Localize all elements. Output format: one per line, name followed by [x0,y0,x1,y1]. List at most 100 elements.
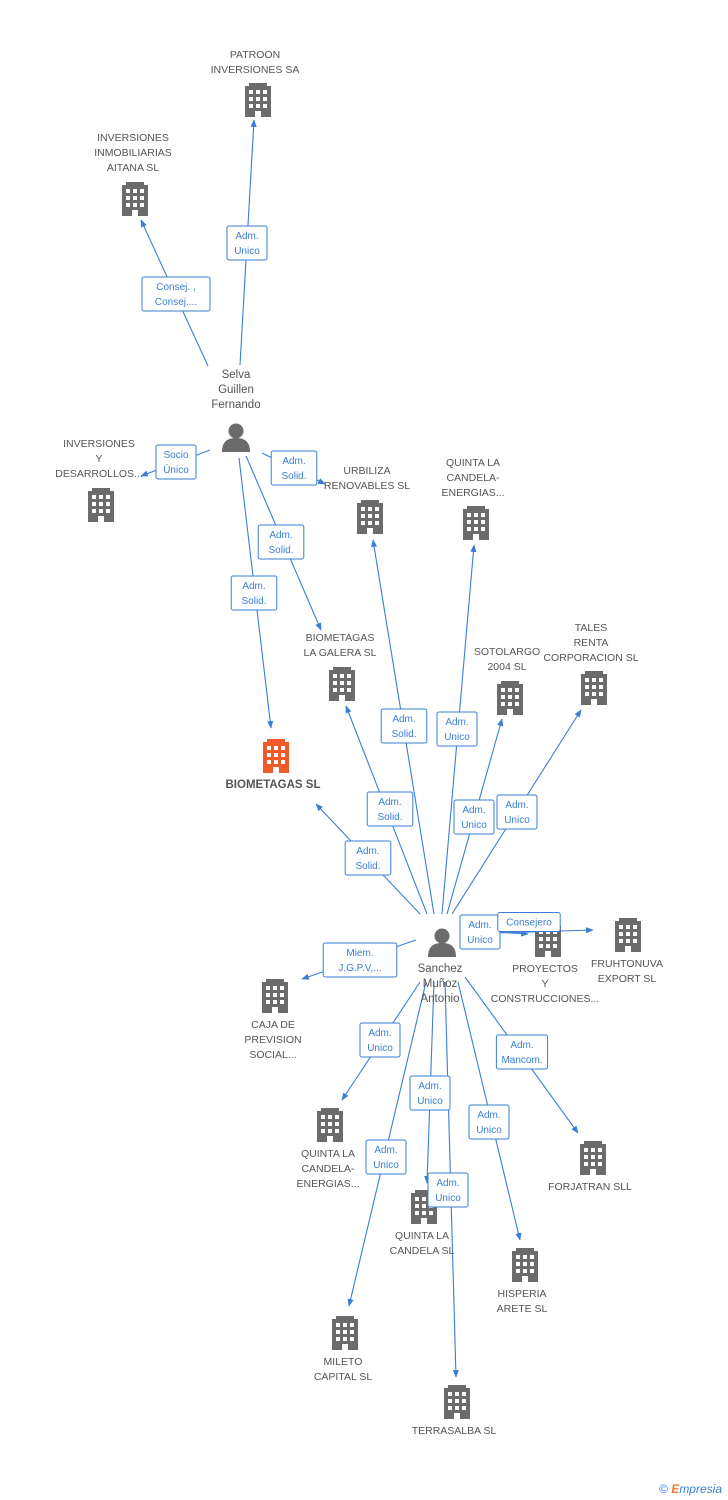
edge-label-box [427,1172,469,1208]
edge-label-sanchez-to-mileto[interactable]: Adm.Unico [365,1139,407,1175]
node-label-line: QUINTA LA [395,1230,449,1242]
company-node-quinta-energias-top[interactable]: QUINTA LACANDELA-ENERGIAS... [441,457,505,540]
edge-label-text: Unico [461,820,487,831]
edge-label-text: Unico [234,246,260,257]
node-label-line: Muñoz [423,978,458,990]
company-node-desarrollos[interactable]: INVERSIONESYDESARROLLOS... [55,438,143,522]
edge-label-text: Consej. , [156,282,195,293]
node-label-line: HISPERIA [497,1288,546,1300]
edge-label-text: Adm. [235,231,258,242]
node-label-line: INVERSIONES SA [211,64,300,76]
edge-label-sanchez-to-caja[interactable]: Miem.J.G.P.V,... [322,942,398,978]
edge-label-sanchez-to-fruhtonuva[interactable]: Consejero [497,912,561,932]
company-node-aitana[interactable]: INVERSIONES INMOBILIARIAS AITANA SL [94,132,172,216]
building-icon [580,1141,606,1175]
company-node-caja[interactable]: CAJA DEPREVISIONSOCIAL... [244,979,302,1061]
edge-label-sanchez-to-terrasalba[interactable]: Adm.Unico [427,1172,469,1208]
edge-label-selva-to-biometagas[interactable]: Adm.Solid. [230,575,278,611]
edge-label-sanchez-to-sotolargo[interactable]: Adm. Unico [453,799,495,835]
edge-label-selva-to-urbiliza[interactable]: Adm. Solid. [270,450,318,486]
building-icon [615,918,641,952]
node-label-line: CONSTRUCCIONES... [491,993,600,1005]
node-label-line: INVERSIONES [97,132,169,144]
edge-label-text: Adm. [468,920,491,931]
edge-label-sanchez-to-quinta-candela[interactable]: Adm.Unico [409,1075,451,1111]
node-label-line: AITANA SL [107,162,159,174]
edge-label-selva-to-biometagas-galera[interactable]: Adm.Solid. [257,524,305,560]
node-label-line: FORJATRAN SLL [548,1181,632,1193]
node-label-line: Sanchez [418,963,463,975]
node-label-line: PATROON [230,49,280,61]
edge-label-sanchez-to-biometagas[interactable]: Adm. Solid. [344,840,392,876]
edge-label-text: Solid. [355,861,380,872]
building-icon [122,182,148,216]
edge-label-text: Adm. [510,1040,533,1051]
node-label-line: INVERSIONES [63,438,135,450]
edge-label-sanchez-to-biometagas-galera[interactable]: Adm.Solid. [366,791,414,827]
edge-label-box [436,711,478,747]
edge-label-text: Adm. [356,846,379,857]
edge-label-text: Solid. [377,812,402,823]
company-node-quinta-energias-low[interactable]: QUINTA LACANDELA-ENERGIAS... [296,1108,360,1190]
edge-label-sanchez-to-quinta-energias-top[interactable]: Adm.Unico [436,711,478,747]
node-label-line: CANDELA SL [390,1245,455,1257]
edge-label-selva-to-aitana[interactable]: Consej. ,Consej.... [141,276,211,312]
building-icon [463,506,489,540]
company-node-biometagas[interactable]: BIOMETAGAS SL [226,739,321,791]
node-label-line: Y [95,453,102,465]
edge-label-sanchez-to-proyectos[interactable]: Adm.Unico [459,914,501,950]
company-node-terrasalba[interactable]: TERRASALBA SL [412,1385,497,1437]
building-icon [332,1316,358,1350]
edge-label-sanchez-to-quinta-energias-low[interactable]: Adm.Unico [359,1022,401,1058]
edge-label-sanchez-to-urbiliza[interactable]: Adm.Solid. [380,708,428,744]
company-node-forjatran[interactable]: FORJATRAN SLL [548,1141,632,1193]
node-label-line: LA GALERA SL [304,647,377,659]
edge-label-text: Unico [435,1193,461,1204]
edge-label-box [365,1139,407,1175]
main-building-icon [263,739,289,773]
copyright-symbol: © [659,1482,668,1496]
edge-label-box [230,575,278,611]
building-icon [581,671,607,705]
node-label-line: CANDELA- [301,1163,355,1175]
edge-label-text: Solid. [268,545,293,556]
node-label-line: ENERGIAS... [296,1178,359,1190]
edge-label-box [495,1034,549,1070]
edge-label-text: Unico [373,1160,399,1171]
company-node-patroon[interactable]: PATROON INVERSIONES SA [211,49,300,117]
company-node-proyectos[interactable]: PROYECTOS Y CONSTRUCCIONES... [491,923,600,1005]
edge-label-box [322,942,398,978]
edge-label-sanchez-to-forjatran[interactable]: Adm.Mancom. [495,1034,549,1070]
edge-label-text: Adm. [282,456,305,467]
brand-name: mpresia [679,1482,722,1496]
node-label-line: INMOBILIARIAS [94,147,172,159]
edge-label-sanchez-to-hisperia[interactable]: Adm.Unico [468,1104,510,1140]
edge-label-text: Unico [367,1043,393,1054]
node-label-line: PREVISION [244,1034,301,1046]
node-label-line: PROYECTOS [512,963,578,975]
node-label-line: EXPORT SL [598,973,657,985]
company-node-quinta-candela[interactable]: QUINTA LA CANDELA SL [390,1190,455,1257]
edge-label-text: Solid. [281,471,306,482]
edge-label-box [496,794,538,830]
edge-label-sanchez-to-tales[interactable]: Adm.Unico [496,794,538,830]
edge-label-box [366,791,414,827]
node-label-line: Y [541,978,548,990]
edge-label-selva-to-patroon[interactable]: Adm. Unico [226,225,268,261]
edge-label-text: Unico [476,1125,502,1136]
edge-label-box [141,276,211,312]
edge-label-text: Miem. [346,948,373,959]
edge-label-text: Adm. [462,805,485,816]
node-label-line: CANDELA- [446,472,500,484]
node-label-line: CAJA DE [251,1019,295,1031]
